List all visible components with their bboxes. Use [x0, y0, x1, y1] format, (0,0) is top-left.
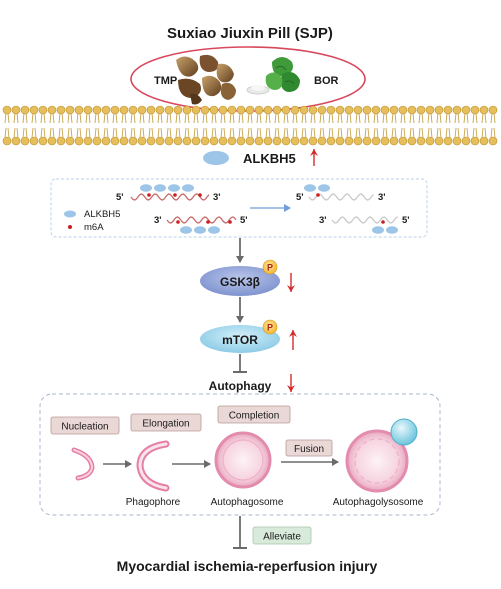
herb-leaf-photo-icon	[246, 57, 300, 95]
component-tmp-label: TMP	[154, 75, 177, 87]
nucleation-box	[50, 416, 120, 435]
strand-left-bottom-3prime: 3'	[154, 215, 162, 226]
lysosome-icon	[390, 418, 418, 446]
strand-left-top-3prime: 3'	[213, 192, 221, 203]
completion-box	[217, 405, 291, 424]
alkbh5-protein-icon	[203, 151, 229, 165]
mtor-node	[200, 325, 280, 353]
component-bor-label: BOR	[314, 75, 339, 87]
outcome-label: Myocardial ischemia-reperfusion injury	[117, 558, 378, 574]
strand-left-bottom-5prime: 5'	[240, 215, 248, 226]
gsk3b-phospho-label: P	[267, 263, 273, 273]
strand-right-top-5prime: 5'	[296, 192, 304, 203]
gsk3b-label: GSK3β	[220, 275, 260, 289]
phagophore-label: Phagophore	[126, 497, 181, 508]
elongation-box	[130, 413, 202, 432]
elongation-label: Elongation	[142, 419, 189, 430]
diagram-title: Suxiao Jiuxin Pill (SJP)	[167, 25, 333, 42]
strand-right-bottom-3prime: 3'	[319, 215, 327, 226]
autophagosome-label: Autophagosome	[211, 497, 284, 508]
alleviate-label: Alleviate	[263, 532, 301, 543]
gsk3b-node	[200, 266, 280, 296]
strand-right-top-3prime: 3'	[378, 192, 386, 203]
fusion-box	[285, 439, 333, 457]
strand-left-top-5prime: 5'	[116, 192, 124, 203]
autophagy-label: Autophagy	[209, 379, 272, 393]
legend-alkbh5-icon	[64, 210, 76, 218]
autophagolysosome-label: Autophagolysosome	[333, 497, 424, 508]
completion-label: Completion	[229, 411, 280, 422]
autophagosome-icon	[214, 431, 272, 489]
strand-right-bottom-5prime: 5'	[402, 215, 410, 226]
herb-root-photo-icon	[176, 54, 236, 105]
cell-membrane	[2, 105, 498, 146]
mtor-phospho-badge	[262, 319, 278, 335]
mtor-phospho-label: P	[267, 323, 273, 333]
gsk3b-phospho-badge	[262, 259, 278, 275]
legend-m6a-label: m6A	[84, 222, 104, 233]
mrna-strands	[130, 184, 399, 234]
m6a-panel	[50, 178, 428, 238]
nucleation-label: Nucleation	[61, 422, 108, 433]
legend-m6a-icon	[68, 225, 72, 229]
fusion-label: Fusion	[294, 444, 324, 455]
autophagolysosome-icon	[345, 429, 409, 493]
mtor-label: mTOR	[222, 333, 258, 347]
legend-alkbh5-label: ALKBH5	[84, 209, 120, 220]
alkbh5-label: ALKBH5	[243, 151, 296, 166]
alleviate-box	[252, 526, 312, 545]
